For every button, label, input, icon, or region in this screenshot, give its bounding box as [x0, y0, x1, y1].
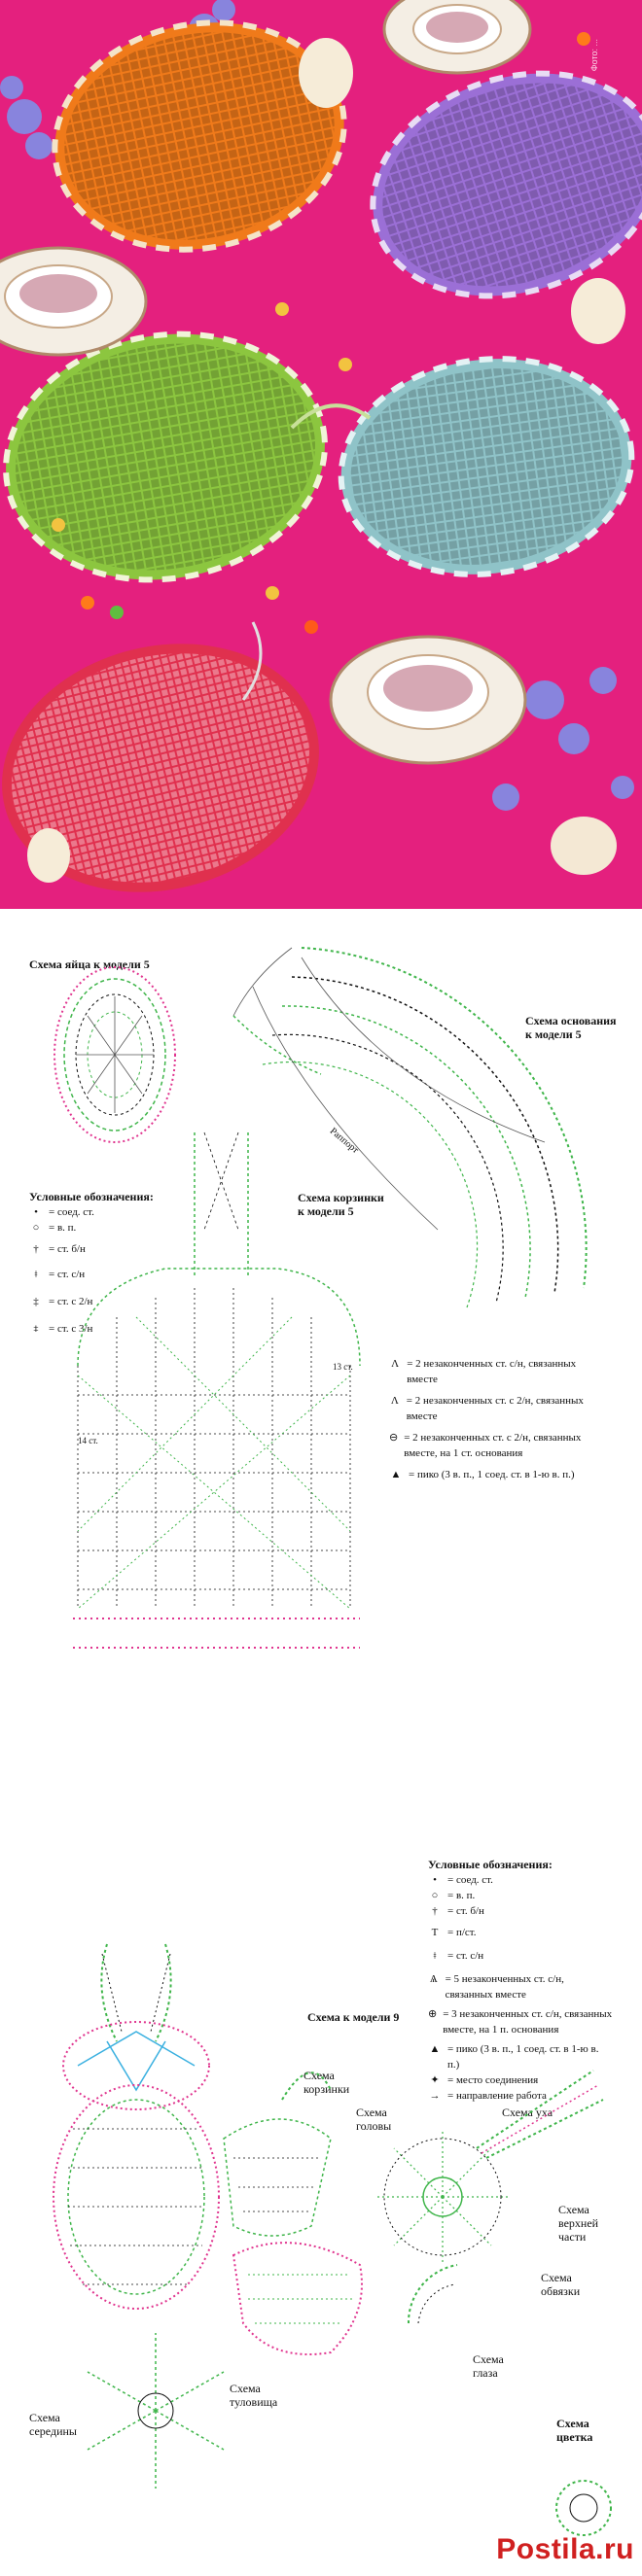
chain-stitch-icon: ○	[32, 1222, 40, 1234]
double-crochet-icon: ǂ	[433, 1950, 437, 1962]
photo-credit: Фото: ...	[589, 39, 599, 72]
basket-chart	[73, 1131, 361, 1649]
label-head: Схема головы	[356, 2106, 392, 2133]
teacups	[0, 0, 532, 765]
legend-left: Условные обозначения: •= соед. ст. ○= в.…	[29, 1189, 185, 1337]
bunny-chart	[53, 1943, 612, 2536]
blue-doily	[338, 356, 635, 577]
title-model-9: Схема к модели 9	[307, 2010, 400, 2024]
flower-chart	[555, 2480, 612, 2536]
chain-stitch-icon: ○	[431, 1890, 439, 1901]
head-chart	[374, 2129, 511, 2265]
label-eye: Схема глаза	[473, 2352, 504, 2380]
tr2tog-icon: Ʌ	[390, 1395, 399, 1407]
tr2tog-one-base-icon: ⊖	[389, 1432, 399, 1444]
single-crochet-icon: †	[432, 1905, 438, 1917]
label-edge: Схема обвязки	[541, 2271, 581, 2298]
mark-13-stitches: 13 ст.	[333, 1362, 353, 1372]
diagram-model-9: Условные обозначения: •= соед. ст. ○= в.…	[0, 1808, 642, 2576]
easter-doilies-photo: Фото: ...	[0, 0, 642, 909]
base-fan-chart	[232, 947, 588, 1308]
legend-title: Условные обозначения:	[29, 1190, 154, 1203]
label-top: Схема верхней части	[558, 2203, 599, 2244]
diagram-model-5: Схема яйца к модели 5 Схема основания к …	[0, 909, 642, 1808]
picot-icon: ▲	[429, 2043, 441, 2055]
candies	[52, 32, 590, 634]
eggs	[27, 38, 625, 883]
label-ear: Схема уха	[502, 2106, 553, 2119]
middle-star-chart	[87, 2333, 225, 2489]
legend-title: Условные обозначения:	[428, 1858, 553, 1871]
legend-right: Λ= 2 незаконченных ст. с/н, связанных вм…	[389, 1358, 584, 1480]
title-basket-chart: Схема корзинки к модели 5	[298, 1191, 384, 1218]
purple-doily	[370, 70, 642, 299]
label-body: Схема туловища	[230, 2382, 278, 2409]
dc5tog-icon: Ѧ	[429, 1973, 438, 1985]
dc2tog-icon: Λ	[391, 1358, 400, 1370]
orange-doily	[52, 19, 347, 253]
dc3tog-icon: ⊕	[428, 2008, 438, 2020]
slip-stitch-icon: •	[433, 1874, 437, 1886]
photo-illustration	[0, 0, 642, 909]
picot-icon: ▲	[390, 1469, 402, 1480]
half-double-icon: T	[431, 1927, 439, 1938]
slip-stitch-icon: •	[34, 1206, 38, 1218]
single-crochet-icon: †	[33, 1243, 39, 1255]
egg-chart	[54, 966, 176, 1143]
treble-crochet-icon: ‡	[33, 1296, 39, 1307]
legend-model-9: Условные обозначения: •= соед. ст. ○= в.…	[428, 1858, 613, 2102]
label-flower: Схема цветка	[556, 2417, 593, 2444]
green-doily	[3, 331, 328, 583]
join-point-icon: ✦	[430, 2074, 440, 2086]
direction-arrow-icon: →	[429, 2090, 441, 2102]
double-crochet-icon: ǂ	[34, 1269, 38, 1280]
title-base-chart: Схема основания к модели 5	[525, 1014, 617, 1041]
model-5-charts	[54, 947, 588, 1649]
postila-watermark: Postila.ru	[496, 2533, 634, 2565]
mark-14-stitches: 14 ст.	[78, 1436, 98, 1445]
double-treble-icon: ⧧	[33, 1323, 39, 1335]
red-doily	[2, 644, 319, 892]
model-9-charts	[53, 1943, 612, 2536]
label-middle: Схема середины	[29, 2411, 77, 2438]
